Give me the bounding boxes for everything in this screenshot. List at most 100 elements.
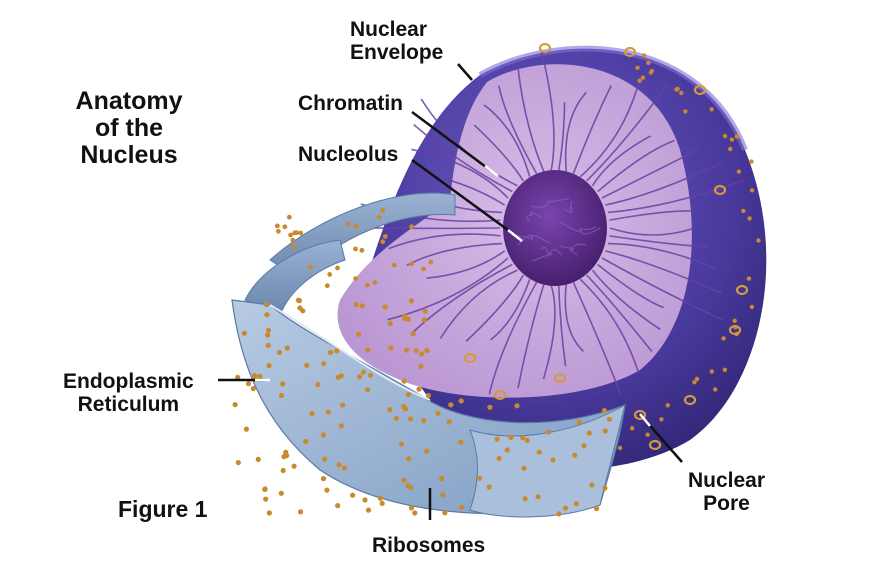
- ribosome-dot: [692, 380, 696, 384]
- ribosome-dot: [264, 312, 269, 317]
- ribosome-dot: [257, 374, 262, 379]
- ribosome-dot: [303, 439, 308, 444]
- ribosome-dot: [675, 87, 679, 91]
- ribosome-dot: [236, 460, 241, 465]
- ribosome-dot: [277, 350, 282, 355]
- ribosome-dot: [666, 403, 670, 407]
- ribosome-dot: [756, 238, 760, 242]
- ribosome-dot: [635, 66, 639, 70]
- ribosome-dot: [750, 188, 754, 192]
- ribosome-dot: [297, 305, 302, 310]
- label-chromatin: Chromatin: [298, 92, 403, 115]
- ribosome-dot: [266, 328, 271, 333]
- ribosome-dot: [421, 418, 426, 423]
- ribosome-dot: [265, 333, 270, 338]
- ribosome-dot: [360, 303, 365, 308]
- ribosome-dot: [334, 348, 339, 353]
- ribosome-dot: [737, 169, 741, 173]
- ribosome-dot: [477, 476, 482, 481]
- ribosome-dot: [290, 238, 295, 243]
- ribosome-dot: [459, 398, 464, 403]
- ribosome-dot: [442, 510, 447, 515]
- ribosome-dot: [399, 442, 404, 447]
- ribosome-dot: [315, 382, 320, 387]
- ribosome-dot: [749, 159, 753, 163]
- ribosome-dot: [645, 433, 649, 437]
- ribosome-dot: [508, 435, 513, 440]
- ribosome-dot: [521, 466, 526, 471]
- ribosome-dot: [283, 450, 288, 455]
- ribosome-dot: [256, 457, 261, 462]
- ribosome-dot: [414, 348, 419, 353]
- ribosome-dot: [365, 347, 370, 352]
- ribosome-dot: [378, 496, 383, 501]
- ribosome-dot: [388, 321, 393, 326]
- ribosome-dot: [325, 283, 330, 288]
- ribosome-dot: [324, 488, 329, 493]
- ribosome-dot: [750, 305, 754, 309]
- ribosome-dot: [659, 417, 663, 421]
- title-line-3: Nucleus: [64, 142, 194, 169]
- ribosome-dot: [683, 109, 687, 113]
- ribosome-dot: [574, 501, 579, 506]
- ribosome-dot: [297, 298, 302, 303]
- ribosome-dot: [383, 304, 388, 309]
- ribosome-dot: [377, 215, 382, 220]
- label-nuclear-pore-line-1: Nuclear: [688, 469, 765, 492]
- ribosome-dot: [572, 453, 577, 458]
- ribosome-dot: [642, 53, 646, 57]
- ribosome-dot: [340, 402, 345, 407]
- ribosome-dot: [328, 350, 333, 355]
- ribosome-dot: [459, 505, 464, 510]
- ribosome-dot: [354, 302, 359, 307]
- ribosome-dot: [233, 402, 238, 407]
- ribosome-dot: [710, 369, 714, 373]
- ribosome-dot: [587, 431, 592, 436]
- ribosome-dot: [404, 347, 409, 352]
- ribosome-dot: [327, 272, 332, 277]
- ribosome-dot: [447, 419, 452, 424]
- ribosome-dot: [372, 280, 377, 285]
- ribosome-dot: [546, 430, 551, 435]
- ribosome-dot: [337, 462, 342, 467]
- ribosome-dot: [730, 137, 734, 141]
- ribosome-dot: [409, 298, 414, 303]
- label-nuclear-envelope: Nuclear Envelope: [350, 18, 443, 64]
- ribosome-dot: [304, 363, 309, 368]
- ribosome-dot: [505, 447, 510, 452]
- ribosome-dot: [637, 79, 641, 83]
- ribosome-dot: [618, 446, 622, 450]
- ribosome-dot: [418, 364, 423, 369]
- figure-label: Figure 1: [118, 498, 207, 521]
- ribosome-dot: [747, 276, 751, 280]
- diagram-title: Anatomy of the Nucleus: [64, 88, 194, 169]
- ribosome-dot: [360, 248, 365, 253]
- ribosome-dot: [602, 485, 607, 490]
- ribosome-dot: [276, 229, 281, 234]
- ribosome-dot: [402, 316, 407, 321]
- ribosome-dot: [409, 505, 414, 510]
- ribosome-dot: [602, 408, 607, 413]
- ribosome-dot: [287, 215, 292, 220]
- ribosome-dot: [380, 239, 385, 244]
- ribosome-dot: [709, 107, 713, 111]
- ribosome-dot: [721, 336, 725, 340]
- ribosome-dot: [406, 456, 411, 461]
- label-nuclear-envelope-line-2: Envelope: [350, 41, 443, 64]
- ribosome-dot: [723, 368, 727, 372]
- ribosome-dot: [281, 468, 286, 473]
- label-ribosomes: Ribosomes: [372, 534, 485, 557]
- ribosome-dot: [394, 416, 399, 421]
- ribosome-dot: [366, 508, 371, 513]
- ribosome-dot: [409, 262, 414, 267]
- ribosome-dot: [416, 387, 421, 392]
- ribosome-dot: [589, 482, 594, 487]
- ribosome-dot: [263, 497, 268, 502]
- ribosome-dot: [279, 491, 284, 496]
- ribosome-dot: [409, 224, 414, 229]
- ribosome-dot: [577, 420, 582, 425]
- ribosome-dot: [321, 476, 326, 481]
- ribosome-dot: [401, 404, 406, 409]
- title-line-1: Anatomy: [64, 88, 194, 115]
- ribosome-dot: [581, 443, 586, 448]
